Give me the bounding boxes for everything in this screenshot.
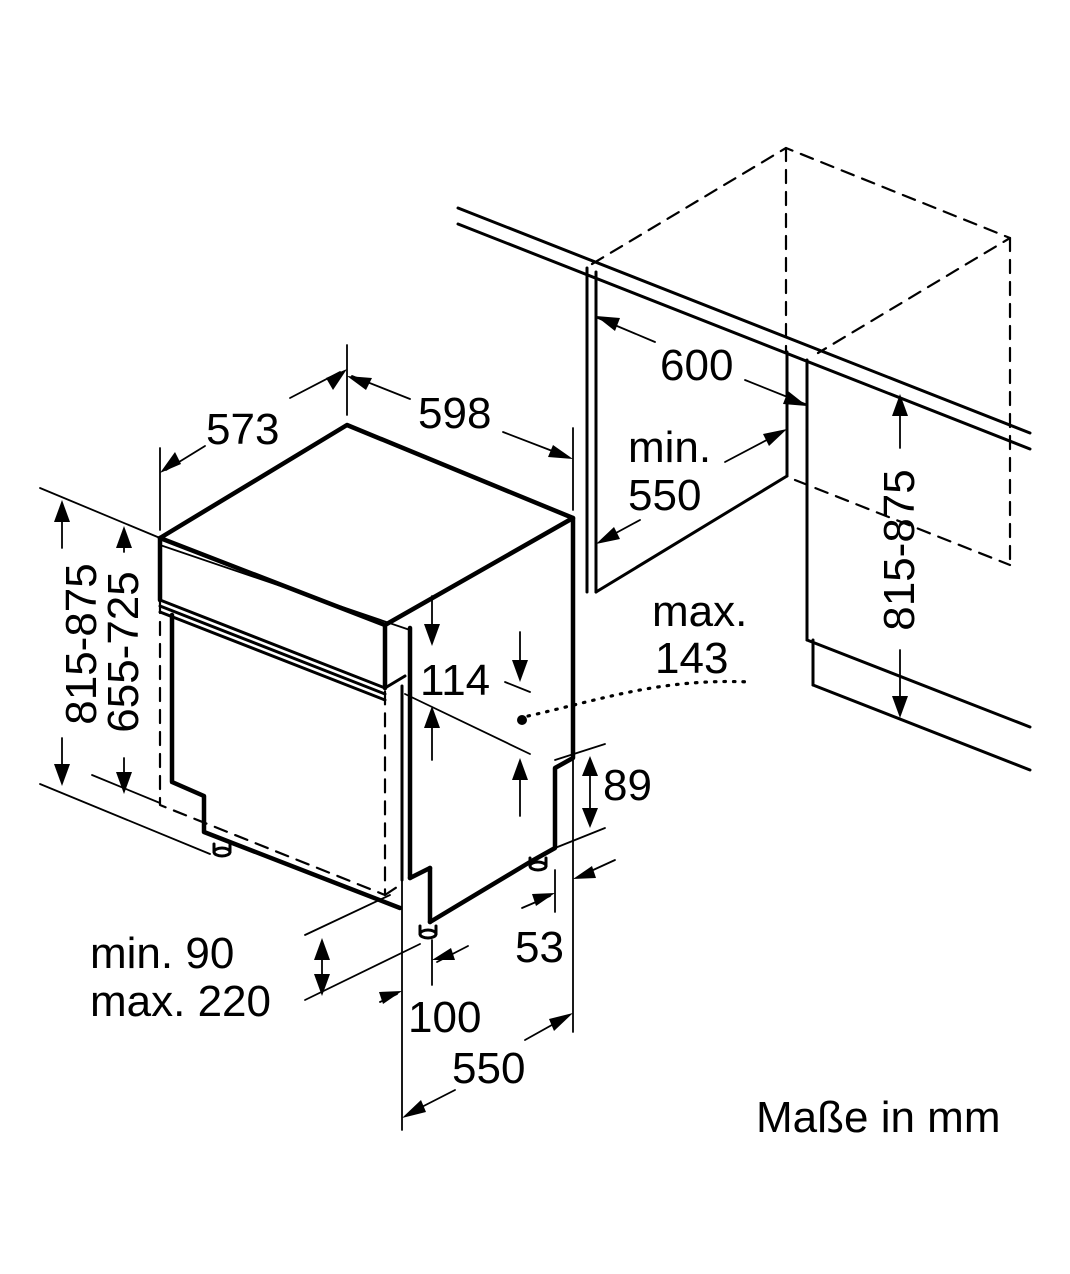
ext-plinth-bottom	[304, 943, 421, 1001]
ext-plinth-top	[304, 894, 391, 936]
right-cabinet-plinth-bottom	[811, 683, 1032, 772]
label-height-range: 815-875	[57, 563, 106, 724]
foot-front-left	[212, 846, 232, 858]
label-foot-inset-side: 53	[515, 923, 564, 972]
arrow-815-top	[54, 500, 70, 522]
foot-front-right	[418, 928, 438, 940]
label-door-offset-value: 143	[655, 634, 728, 683]
arrowheads	[54, 316, 908, 1118]
door-pivot-point	[517, 715, 527, 725]
arrow-100-right	[432, 948, 455, 960]
door-offset-leader	[526, 679, 752, 718]
arrow-598-right	[548, 445, 573, 459]
arrow-815-bottom	[54, 764, 70, 786]
arrow-100-left	[379, 991, 402, 1004]
arrow-598-left	[347, 376, 372, 390]
ext-114-bottom	[404, 693, 531, 755]
panel-stripe-2	[158, 604, 387, 696]
label-niche-width: 600	[660, 341, 733, 390]
panel-stripe-corner	[383, 674, 407, 690]
foot-rear-right	[528, 860, 548, 872]
right-cabinet-bottom-edge	[805, 638, 1032, 729]
ext-89-bottom	[554, 827, 606, 849]
ext-655-bottom	[91, 774, 161, 804]
countertop-lower-edge	[456, 222, 1032, 451]
label-niche-height-range: 655-725	[99, 571, 148, 732]
arrow-550-right	[549, 1013, 573, 1031]
countertop-upper-edge	[456, 206, 1032, 435]
arrow-plinth-bottom	[314, 974, 330, 996]
door-outline	[169, 612, 403, 911]
niche-drawing	[456, 146, 1032, 772]
label-panel-drop: 114	[420, 656, 490, 705]
arrow-600-right	[783, 391, 807, 406]
label-plinth-min: min. 90	[90, 929, 234, 978]
panel-stripe-3	[158, 610, 387, 702]
arrow-655-bottom	[116, 772, 132, 794]
arrow-niche-height-top	[892, 394, 908, 416]
label-depth: 573	[206, 405, 279, 454]
label-foot-height: 89	[603, 761, 652, 810]
arrow-550-left	[402, 1100, 426, 1118]
label-depth-total: 550	[452, 1044, 525, 1093]
label-niche-height: 815-875	[875, 469, 924, 630]
label-unit-note: Maße in mm	[756, 1093, 1000, 1142]
arrow-89-bottom	[582, 808, 598, 828]
arrow-114r-bottom	[512, 758, 528, 780]
ext-89-top	[554, 743, 606, 761]
door-hidden-outline	[158, 598, 387, 897]
arrow-53-right	[573, 866, 596, 879]
control-panel-top-edge	[157, 535, 388, 628]
body-corner-notch	[407, 865, 433, 881]
arrow-655-top	[116, 526, 132, 548]
ext-114-right	[504, 681, 531, 693]
arrow-min550-top	[763, 429, 787, 446]
niche-floor-edge	[594, 474, 789, 594]
arrow-plinth-top	[314, 938, 330, 960]
dishwasher-drawing	[157, 422, 752, 940]
arrow-573-left	[160, 452, 181, 473]
label-foot-inset-front: 100	[408, 993, 481, 1042]
label-door-offset-max: max.	[652, 587, 747, 636]
control-panel-inner-edge	[159, 544, 411, 631]
label-niche-depth-min: min.	[628, 423, 711, 472]
arrow-114-top	[424, 624, 440, 646]
arrow-min550-bottom	[596, 527, 620, 544]
label-width: 598	[418, 389, 491, 438]
niche-hidden-top	[590, 146, 1012, 355]
dimension-labels: 598 573 815-875 655-725 114 89 53 100 55…	[57, 341, 1000, 1142]
arrow-53-left	[532, 893, 555, 906]
label-niche-depth-value: 550	[628, 471, 701, 520]
arrow-114r-top	[512, 660, 528, 682]
ext-815-top	[39, 487, 161, 539]
arrow-89-top	[582, 756, 598, 776]
arrow-niche-height-bottom	[892, 696, 908, 718]
top-right-edge	[382, 515, 576, 628]
dimension-lines	[39, 317, 901, 1131]
panel-stripe-1	[158, 598, 387, 690]
niche-hidden-floor	[793, 478, 1012, 567]
arrow-573-right	[326, 369, 347, 390]
arrow-114-bottom	[424, 706, 440, 728]
arrow-600-left	[596, 316, 620, 331]
ext-815-bottom	[39, 783, 211, 855]
label-plinth-max: max. 220	[90, 977, 271, 1026]
door-hidden-corner	[383, 883, 402, 897]
appliance-outline-top-right	[157, 422, 576, 925]
